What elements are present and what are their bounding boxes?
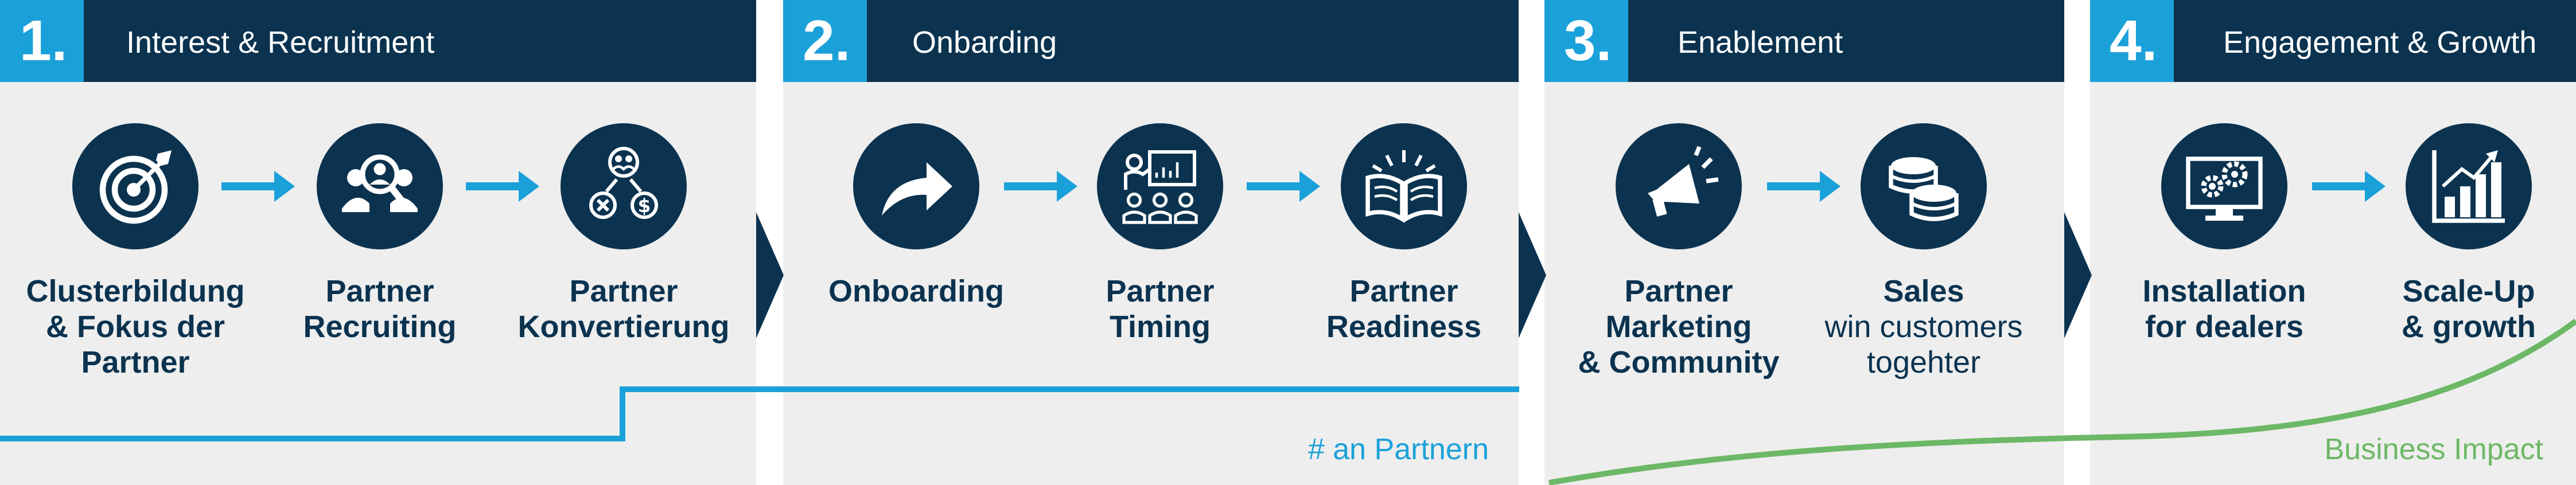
step-label: Onboarding (828, 274, 1004, 308)
coins-icon (1889, 157, 1959, 221)
step-label: Partner Readiness (1326, 274, 1482, 344)
step-partner-recruiting: Partner Recruiting (259, 123, 500, 345)
step-label: Partner Marketing & Community (1578, 274, 1780, 380)
business-impact-caption: Business Impact (2324, 433, 2544, 466)
step-clusterbildung: Clusterbildung & Fokus der Partner (15, 123, 256, 380)
phase-number: 4. (2090, 0, 2174, 82)
partner-count-caption: # an Partnern (1308, 433, 1489, 466)
step-label: Partner Recruiting (303, 274, 457, 344)
step-label: Installation for dealers (2142, 274, 2306, 344)
partner-count-line (0, 386, 1519, 441)
phase-header: 3. Enablement (1544, 0, 2064, 82)
step-partner-marketing: Partner Marketing & Community (1558, 123, 1799, 380)
monitor-gears-icon (2186, 157, 2263, 221)
phase-3: 3. Enablement (1544, 0, 2064, 485)
growth-chart-icon (2432, 150, 2505, 223)
phase-header: 1. Interest & Recruitment (0, 0, 756, 82)
phase-chevron (2064, 212, 2092, 338)
step-partner-timing: Partner Timing (1040, 123, 1281, 345)
phase-title: Onbarding (912, 25, 1057, 60)
phase-chevron (1519, 212, 1546, 338)
open-book-icon (1365, 150, 1442, 223)
phase-header: 4. Engagement & Growth (2090, 0, 2576, 82)
step-arrow (1247, 171, 1320, 202)
step-arrow (466, 171, 539, 202)
partner-search-icon (342, 154, 418, 212)
step-arrow (1767, 171, 1840, 202)
phase-number: 1. (0, 0, 84, 82)
step-label: Clusterbildung & Fokus der Partner (26, 274, 245, 380)
step-partner-konvertierung: $ Partner Konvertierung (503, 123, 744, 345)
step-arrow (2312, 171, 2386, 202)
phase-number: 3. (1544, 0, 1628, 82)
step-label: Partner Timing (1106, 274, 1215, 344)
step-scale-up: Scale-Up & growth (2348, 123, 2576, 345)
step-installation: Installation for dealers (2104, 123, 2345, 345)
step-sales: Sales win customers togehter (1803, 123, 2044, 380)
step-label: Scale-Up & growth (2402, 274, 2536, 344)
step-label: Partner Konvertierung (517, 274, 730, 344)
step-onboarding: Onboarding (796, 123, 1037, 309)
phase-title: Enablement (1678, 25, 1843, 60)
step-arrow (221, 171, 295, 202)
partner-conversion-icon: $ (589, 147, 658, 219)
step-partner-readiness: Partner Readiness (1283, 123, 1524, 345)
phase-header: 2. Onbarding (783, 0, 1519, 82)
phase-title: Interest & Recruitment (126, 25, 435, 60)
megaphone-icon (1648, 146, 1719, 217)
target-icon (99, 150, 172, 224)
phase-number: 2. (783, 0, 867, 82)
step-label: Sales win customers togehter (1824, 274, 2023, 380)
svg-text:$: $ (638, 194, 651, 217)
phase-title: Engagement & Growth (2223, 25, 2537, 60)
share-arrow-icon (882, 162, 952, 216)
phase-chevron (756, 212, 784, 338)
step-arrow (1004, 171, 1077, 202)
presentation-icon (1122, 150, 1198, 224)
business-impact-curve (1548, 318, 2576, 485)
